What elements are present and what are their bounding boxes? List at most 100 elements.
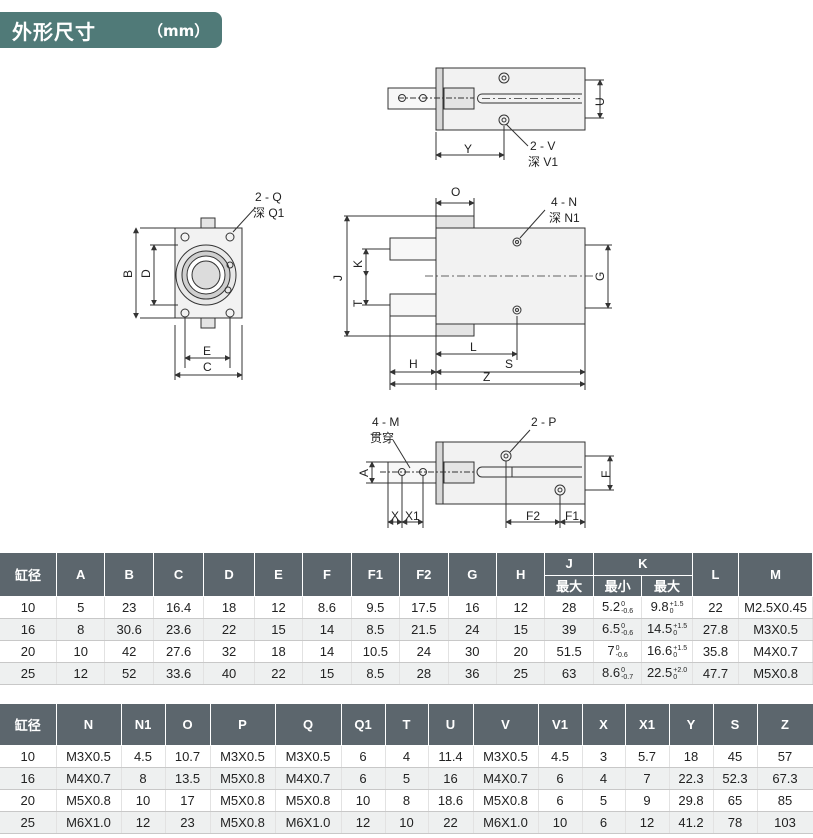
table-cell: 12 — [254, 595, 304, 619]
table-cell: 8 — [56, 618, 106, 641]
table-cell: 12 — [625, 811, 670, 834]
table-cell: 22.3 — [669, 767, 714, 790]
header-e: E — [254, 553, 304, 597]
table-cell: 18 — [203, 595, 255, 619]
table-cell: 25 — [0, 811, 57, 834]
tolerance-lower: -0.6 — [621, 629, 634, 637]
table-cell: 4.5 — [538, 745, 583, 768]
table-cell: 41.2 — [669, 811, 714, 834]
header-cell: T — [385, 704, 429, 746]
table-cell: M5X0.8 — [738, 662, 813, 685]
table-cell: 18 — [254, 640, 304, 663]
dim-label-y: Y — [464, 142, 472, 156]
table-cell: 5.7 — [625, 745, 670, 768]
header-c: C — [153, 553, 205, 597]
cell-value: 8.6 — [602, 665, 621, 681]
table-cell: 10.5 — [351, 640, 401, 663]
table-cell: 24 — [448, 618, 497, 641]
table-cell: 21.5 — [399, 618, 449, 641]
header-cell: P — [210, 704, 276, 746]
header-cell: V1 — [538, 704, 583, 746]
dim-label-l: L — [470, 340, 477, 354]
dim-label-f2: F2 — [526, 509, 540, 523]
table-cell: 15 — [302, 662, 352, 685]
table-cell: 23.6 — [153, 618, 205, 641]
table-cell: 18 — [669, 745, 714, 768]
table-cell: 78 — [713, 811, 758, 834]
table-cell: 16 — [448, 595, 497, 619]
dim-label-u: U — [593, 97, 607, 106]
table-cell: 63 — [544, 662, 594, 685]
table-cell: 13.5 — [165, 767, 211, 790]
table-cell: 10 — [0, 745, 57, 768]
table-cell: 22 — [254, 662, 304, 685]
tolerance-upper: 0 — [615, 644, 620, 652]
dim-label-h: H — [409, 357, 418, 371]
table-cell: M4X0.7 — [473, 767, 539, 790]
table-cell: 9.5 — [351, 595, 401, 619]
table-cell: M4X0.7 — [738, 640, 813, 663]
table-cell: 35.8 — [692, 640, 740, 663]
cell-value: 14.5 — [646, 621, 673, 637]
table-cell: 28 — [399, 662, 449, 685]
dim-label-q1: 深 Q1 — [253, 206, 285, 220]
cell-value: 6.5 — [602, 621, 621, 637]
table-cell: 6 — [341, 767, 386, 790]
table-cell: 10 — [56, 640, 106, 663]
table-cell: 24 — [399, 640, 449, 663]
table-cell: M5X0.8 — [210, 789, 276, 812]
subheader-k-min: 最小 — [593, 575, 643, 597]
header-cell: N — [56, 704, 122, 746]
table-cell: 45 — [713, 745, 758, 768]
subheader-k-max: 最大 — [641, 575, 693, 597]
table-cell: 10 — [341, 789, 386, 812]
table-cell: 10 — [0, 595, 58, 619]
dim-label-o: O — [451, 185, 460, 199]
header-d: D — [203, 553, 255, 597]
table-cell: 20 — [0, 640, 58, 663]
tolerance-upper: +1.5 — [669, 600, 684, 608]
table-cell: M6X1.0 — [473, 811, 539, 834]
table-cell: 14 — [302, 640, 352, 663]
table-cell: 16 — [0, 767, 57, 790]
tolerance: 0-0.6 — [621, 601, 633, 615]
table-cell: 11.4 — [428, 745, 474, 768]
side-view — [344, 198, 612, 390]
table-cell: 4 — [582, 767, 626, 790]
tolerance-upper: +1.5 — [673, 644, 688, 652]
table-cell: M3X0.5 — [275, 745, 342, 768]
table-cell: 27.8 — [692, 618, 740, 641]
table-cell: 57 — [757, 745, 813, 768]
table-cell: 16 — [428, 767, 474, 790]
table-cell: M4X0.7 — [275, 767, 342, 790]
dim-label-x: X — [391, 509, 399, 523]
header-cell: 缸径 — [0, 704, 57, 746]
tolerance-lower: -0.7 — [621, 673, 634, 681]
dim-label-4n: 4 - N — [551, 195, 577, 209]
table-cell: 17 — [165, 789, 211, 812]
dim-label-x1: X1 — [405, 509, 420, 523]
tolerance-lower: -0.6 — [615, 651, 628, 659]
table-cell: 103 — [757, 811, 813, 834]
dim-label-t: T — [351, 299, 365, 307]
table-cell: 36 — [448, 662, 497, 685]
table-cell: 20 — [496, 640, 546, 663]
table-cell: 3 — [582, 745, 626, 768]
header-cell: U — [428, 704, 474, 746]
dim-label-2q: 2 - Q — [255, 190, 282, 204]
table-cell: 6 — [538, 789, 583, 812]
header-l: L — [692, 553, 740, 597]
header-j: J — [544, 553, 594, 576]
table-cell: 40 — [203, 662, 255, 685]
tolerance-lower: -0.6 — [621, 607, 634, 615]
table-cell: 67.3 — [757, 767, 813, 790]
header-cell: O — [165, 704, 211, 746]
dim-label-g: G — [593, 272, 607, 281]
